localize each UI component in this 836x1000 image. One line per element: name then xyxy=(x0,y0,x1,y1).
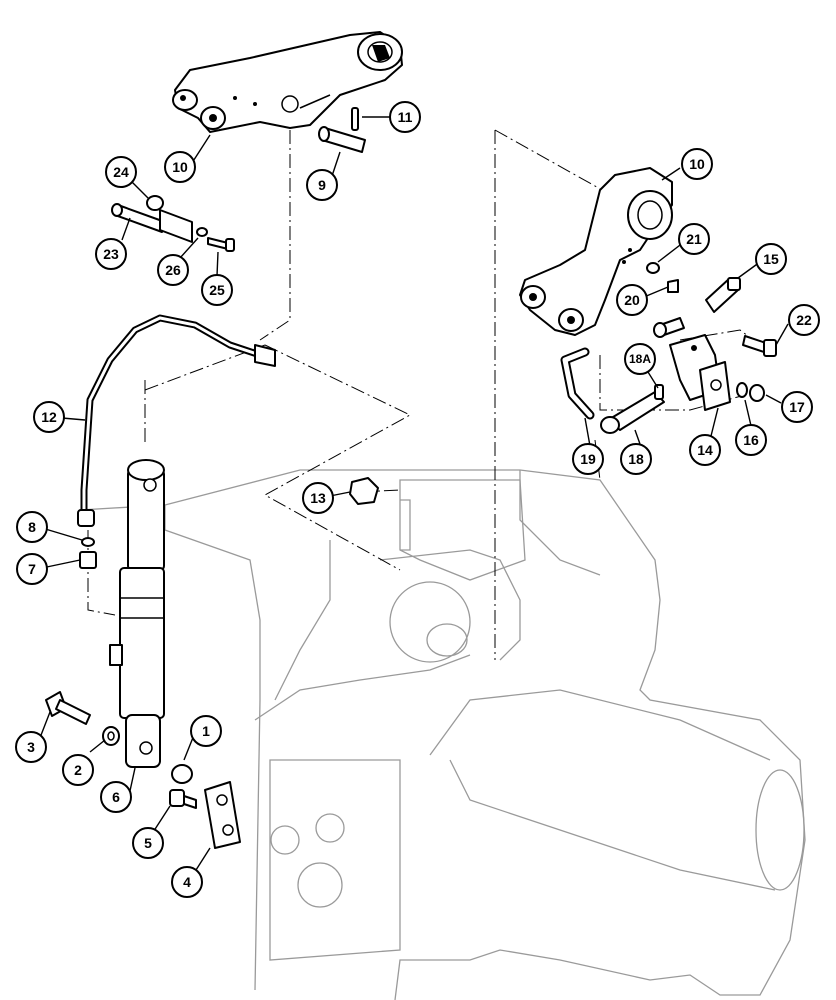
callout-22-label: 22 xyxy=(796,312,812,328)
callout-25: 25 xyxy=(201,274,233,306)
callout-2-label: 2 xyxy=(74,762,82,778)
callout-21-label: 21 xyxy=(686,231,702,247)
rod-19 xyxy=(560,347,595,420)
hydraulic-pipe-12 xyxy=(77,314,276,527)
bolt-bracket xyxy=(653,317,685,338)
rear-axle-housing xyxy=(79,469,806,1000)
callout-18: 18 xyxy=(620,443,652,475)
callout-9-label: 9 xyxy=(318,177,326,193)
callout-8-label: 8 xyxy=(28,519,36,535)
callout-16-label: 16 xyxy=(743,432,759,448)
washer-2 xyxy=(102,726,120,746)
callout-10-right-label: 10 xyxy=(689,156,705,172)
callout-19-label: 19 xyxy=(580,451,596,467)
fitting-7 xyxy=(79,551,97,569)
callout-23-label: 23 xyxy=(103,246,119,262)
callout-7-label: 7 xyxy=(28,561,36,577)
washer-26 xyxy=(196,227,208,237)
callout-18a-label: 18A xyxy=(629,352,651,366)
callout-24: 24 xyxy=(105,156,137,188)
callout-4-label: 4 xyxy=(183,874,191,890)
callout-3-label: 3 xyxy=(27,739,35,755)
lever-18 xyxy=(600,384,665,434)
o-ring-8 xyxy=(81,537,95,547)
callout-19: 19 xyxy=(572,443,604,475)
callout-25-label: 25 xyxy=(209,282,225,298)
leader-lines xyxy=(35,116,789,871)
bolt-5 xyxy=(169,789,197,809)
callout-13: 13 xyxy=(302,482,334,514)
callout-6: 6 xyxy=(100,781,132,813)
bolt-3 xyxy=(45,691,91,725)
bracket-14 xyxy=(669,334,731,411)
callout-18-label: 18 xyxy=(628,451,644,467)
callout-13-label: 13 xyxy=(310,490,326,506)
callout-12-label: 12 xyxy=(41,409,57,425)
callout-3: 3 xyxy=(15,731,47,763)
callout-15: 15 xyxy=(755,243,787,275)
cap-13 xyxy=(349,477,379,505)
callout-2: 2 xyxy=(62,754,94,786)
callout-21: 21 xyxy=(678,223,710,255)
clip-20 xyxy=(667,279,679,293)
callout-10-right: 10 xyxy=(681,148,713,180)
lift-arm-left xyxy=(172,31,403,133)
bushing-24 xyxy=(146,195,164,211)
sensor-15 xyxy=(705,277,741,313)
callout-10-left-label: 10 xyxy=(172,159,188,175)
callout-8: 8 xyxy=(16,511,48,543)
callout-9: 9 xyxy=(306,169,338,201)
callout-11-label: 11 xyxy=(398,109,413,125)
callout-23: 23 xyxy=(95,238,127,270)
callout-4: 4 xyxy=(171,866,203,898)
callout-6-label: 6 xyxy=(112,789,120,805)
callout-11: 11 xyxy=(389,101,421,133)
callout-14-label: 14 xyxy=(697,442,713,458)
bushing-1 xyxy=(171,764,193,784)
roll-pin-11 xyxy=(351,107,359,131)
nut-17 xyxy=(749,384,765,402)
callout-12: 12 xyxy=(33,401,65,433)
callout-22: 22 xyxy=(788,304,820,336)
callout-17-label: 17 xyxy=(789,399,805,415)
callout-1-label: 1 xyxy=(202,723,210,739)
plate-4 xyxy=(204,781,241,849)
callout-14: 14 xyxy=(689,434,721,466)
callout-7: 7 xyxy=(16,553,48,585)
callout-20: 20 xyxy=(616,284,648,316)
pin-9 xyxy=(318,126,366,153)
callout-18a: 18A xyxy=(624,343,656,375)
pin-23 xyxy=(111,203,193,243)
callout-5-label: 5 xyxy=(144,835,152,851)
callout-17: 17 xyxy=(781,391,813,423)
callout-24-label: 24 xyxy=(113,164,129,180)
callout-16: 16 xyxy=(735,424,767,456)
callout-15-label: 15 xyxy=(763,251,779,267)
callout-1: 1 xyxy=(190,715,222,747)
washer-16 xyxy=(736,382,748,398)
callout-5: 5 xyxy=(132,827,164,859)
callout-10-left: 10 xyxy=(164,151,196,183)
callout-26: 26 xyxy=(157,254,189,286)
washer-21 xyxy=(646,262,660,274)
callout-20-label: 20 xyxy=(624,292,640,308)
bolt-22 xyxy=(742,335,777,357)
lift-cylinder-6 xyxy=(109,459,165,768)
bolt-25 xyxy=(207,237,235,252)
lift-arm-right xyxy=(519,167,673,336)
callout-26-label: 26 xyxy=(165,262,181,278)
